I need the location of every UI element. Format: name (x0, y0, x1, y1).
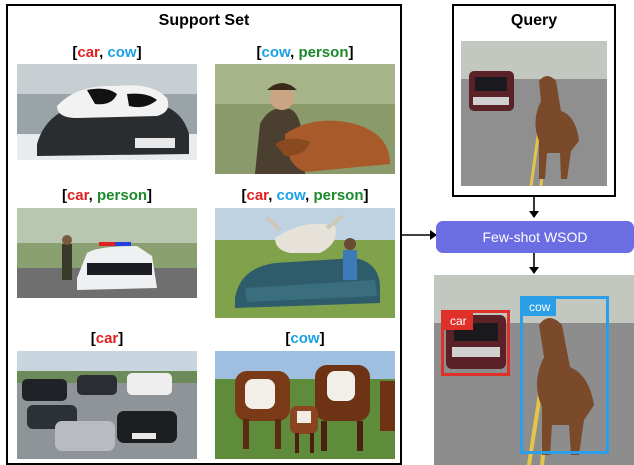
label-person: person (313, 187, 364, 204)
label-car: car (95, 330, 119, 347)
bracket-close: ] (118, 330, 124, 347)
few-shot-wsod-label: Few-shot WSOD (482, 229, 588, 245)
arrow-wsod-to-result (529, 253, 539, 274)
label-cow: cow (261, 44, 291, 61)
label-cow: cow (290, 330, 320, 347)
support-image-cow-person (215, 64, 395, 174)
support-image-car (17, 351, 197, 459)
separator: , (88, 187, 98, 204)
bracket-close: ] (348, 44, 354, 61)
support-caption-5: [car] (17, 330, 197, 347)
bracket-open: [ (90, 330, 96, 347)
support-image-car-cow (17, 64, 197, 160)
support-set-title: Support Set (158, 12, 250, 29)
bracket-open: [ (285, 330, 291, 347)
support-caption-4: [car, cow, person] (215, 187, 395, 204)
detection-label-car: car (444, 313, 473, 330)
separator: , (268, 187, 277, 204)
support-image-car-cow-person (215, 208, 395, 318)
bracket-close: ] (147, 187, 153, 204)
query-image (461, 41, 607, 186)
separator: , (305, 187, 314, 204)
label-cow: cow (107, 44, 137, 61)
support-image-cow (215, 351, 395, 459)
support-image-car-person (17, 208, 197, 298)
bracket-open: [ (72, 44, 78, 61)
query-title: Query (510, 12, 558, 29)
detection-box-cow (520, 296, 609, 454)
separator: , (290, 44, 299, 61)
bracket-open: [ (256, 44, 262, 61)
result-image (434, 275, 634, 465)
label-car: car (77, 44, 100, 61)
label-car: car (66, 187, 89, 204)
bracket-close: ] (319, 330, 325, 347)
bracket-open: [ (241, 187, 247, 204)
support-caption-3: [car, person] (17, 187, 197, 204)
support-caption-2: [cow, person] (215, 44, 395, 61)
label-car: car (246, 187, 269, 204)
support-caption-6: [cow] (215, 330, 395, 347)
support-caption-1: [car, cow] (17, 44, 197, 61)
detection-label-cow: cow (523, 299, 557, 316)
bracket-open: [ (61, 187, 67, 204)
detection-box-car (441, 310, 510, 376)
separator: , (99, 44, 108, 61)
label-cow: cow (276, 187, 306, 204)
bracket-close: ] (363, 187, 369, 204)
label-person: person (97, 187, 148, 204)
few-shot-wsod-block: Few-shot WSOD (436, 221, 634, 253)
bracket-close: ] (136, 44, 142, 61)
arrow-query-to-wsod (529, 197, 539, 218)
arrow-support-to-wsod (402, 230, 437, 240)
label-person: person (298, 44, 349, 61)
